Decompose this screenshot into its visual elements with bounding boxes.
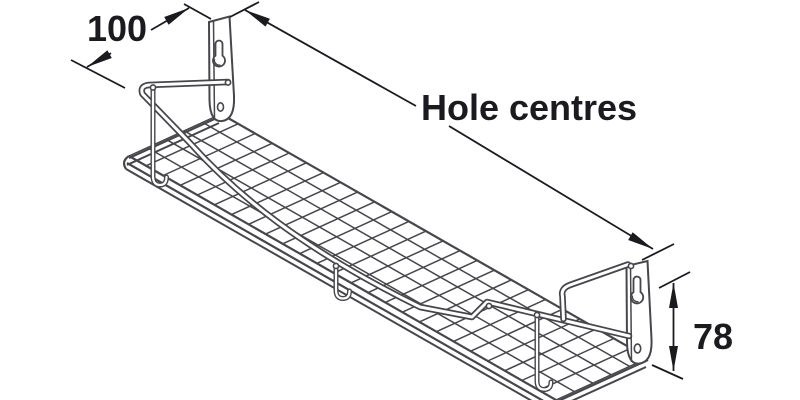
mesh-wire (538, 347, 632, 391)
hanging-hooks (150, 85, 554, 392)
mesh-wire (248, 181, 341, 225)
wire-end-caps (149, 79, 635, 319)
dimension-depth: 100 (70, 3, 212, 89)
bracket-arm-wire (138, 78, 633, 340)
mesh-wire (183, 130, 612, 376)
mesh-wire (487, 318, 581, 362)
mesh-wire (214, 162, 307, 206)
mesh-wire (555, 357, 649, 400)
right-wall-plate (625, 259, 653, 365)
right-screw-hole (633, 343, 642, 354)
mesh-wire (162, 132, 256, 177)
dimension-height: 78 (651, 271, 733, 380)
mesh-wire (128, 113, 222, 157)
left-screw-hole (216, 102, 225, 113)
mesh-wire (165, 138, 594, 384)
mesh-wire (419, 279, 512, 323)
mesh-wire (196, 152, 290, 196)
mesh-wire (179, 142, 273, 186)
height-dimension-label: 78 (693, 316, 733, 357)
depth-dimension-label: 100 (87, 8, 147, 49)
shelf-frame (122, 113, 649, 400)
right-keyhole-slot-icon (629, 275, 645, 305)
left-keyhole-slot-icon (212, 39, 226, 68)
hole-centres-label: Hole centres (421, 87, 637, 128)
left-wall-plate (207, 15, 236, 123)
mesh-wire (265, 191, 358, 235)
mesh-wire (147, 146, 575, 393)
mesh-wire (231, 171, 324, 216)
dimension-hole-centres: Hole centres (229, 1, 675, 261)
mesh-wire (504, 328, 598, 372)
mesh-wire (453, 298, 546, 343)
mesh-wire (202, 121, 630, 368)
